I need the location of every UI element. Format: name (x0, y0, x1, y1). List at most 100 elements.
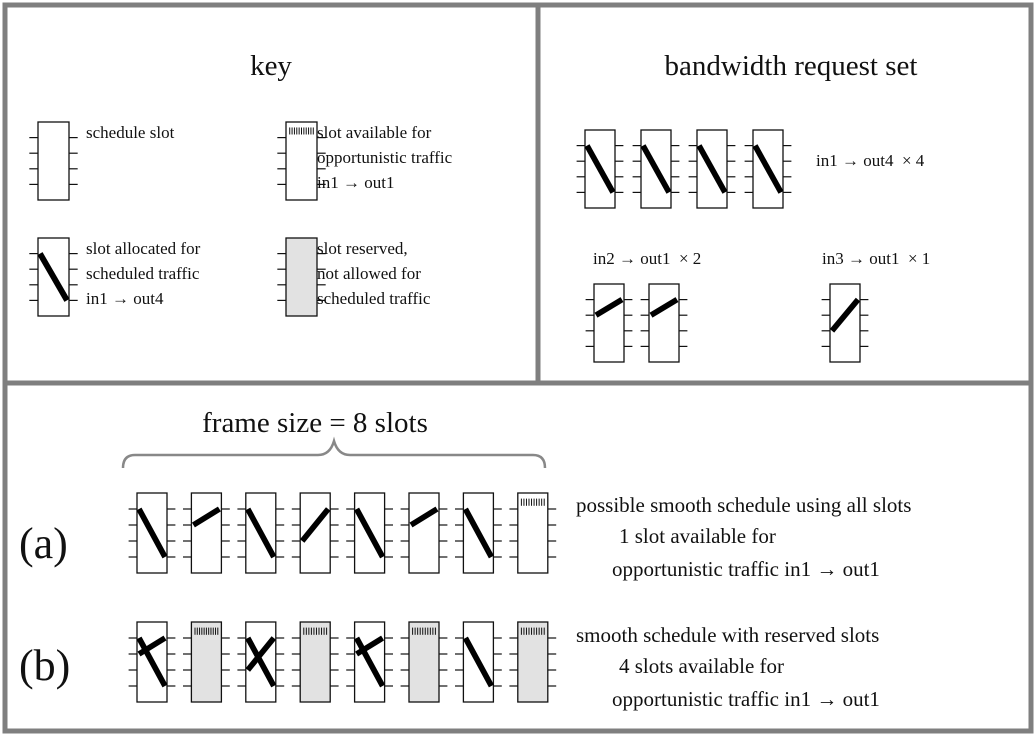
connection-bar (354, 636, 386, 688)
row-b-line-1: smooth schedule with reserved slots (576, 623, 879, 647)
frame-brace (121, 436, 547, 469)
key-reserved-line-2: not allowed for (317, 264, 421, 283)
schedule-slot (128, 492, 176, 574)
row-b-line-3: opportunistic traffic in1 → out1 (612, 687, 880, 711)
slot-frame (299, 621, 331, 703)
row-b-slots (128, 621, 557, 703)
key-slot-reserved (277, 237, 326, 317)
request-slot-in1-out4 (632, 129, 680, 209)
key-slot-reserved (277, 237, 326, 317)
slot-frame (285, 237, 318, 317)
schedule-slot (183, 492, 230, 574)
schedule-slot (346, 492, 393, 574)
slot-frame (517, 621, 549, 703)
connection-bar (354, 507, 386, 559)
connection-bar (829, 297, 861, 333)
frame-size-label: frame size = 8 slots (202, 407, 428, 439)
key-available-line-1: slot available for (317, 123, 432, 142)
connection-bar (299, 507, 331, 543)
connection-bar (37, 252, 70, 302)
request-slot-in2-out1 (585, 283, 633, 363)
key-slot-empty (29, 121, 78, 201)
slot-frame (752, 129, 784, 209)
slot-frame (829, 283, 861, 363)
key-panel: key schedule slot slot available for opp… (29, 50, 453, 317)
connection-bar (245, 507, 277, 559)
connection-bar (409, 506, 439, 528)
connection-bar (752, 144, 784, 194)
key-allocated-line-3: in1 → out4 (86, 289, 164, 308)
slot-frame (37, 121, 70, 201)
schedule-slot (128, 621, 176, 703)
schedule-slot (183, 621, 230, 703)
connection-bar (462, 636, 494, 688)
slot-frame (285, 121, 318, 201)
schedule-slot (237, 492, 285, 574)
connection-bar (191, 506, 221, 528)
request-slot-in1-out4 (744, 129, 792, 209)
request-group-2-label: in2 → out1 × 2 (593, 249, 701, 268)
connection-bar (245, 636, 277, 672)
request-slot-in1-out4 (688, 129, 736, 209)
request-group-3-label: in3 → out1 × 1 (822, 249, 930, 268)
row-b-label: (b) (19, 641, 70, 690)
schedule-slot (237, 621, 285, 703)
row-a-line-2: 1 slot available for (619, 524, 776, 548)
key-slot-allocated (29, 237, 78, 317)
schedule-slot (509, 492, 557, 574)
key-allocated-line-1: slot allocated for (86, 239, 201, 258)
slot-frame (648, 283, 680, 363)
key-reserved-line-3: scheduled traffic (317, 289, 431, 308)
key-available-line-2: opportunistic traffic (317, 148, 453, 167)
request-set-panel: bandwidth request set in1 → out4 × 4 in2… (576, 50, 930, 363)
request-group-1-label: in1 → out4 × 4 (816, 151, 925, 170)
slot-frame (517, 492, 549, 574)
row-a-line-3: opportunistic traffic in1 → out1 (612, 557, 880, 581)
connection-bar (584, 144, 616, 194)
key-slot-available (277, 121, 326, 201)
connection-bar (355, 635, 385, 657)
slot-frame (408, 621, 440, 703)
slot-frame (408, 492, 440, 574)
connection-bar (136, 636, 168, 688)
slot-frame (593, 283, 625, 363)
connection-bar (649, 297, 679, 318)
key-slot-schedule (29, 121, 78, 201)
request-slot-in1-out4 (576, 129, 624, 209)
schedule-slot (455, 621, 502, 703)
row-a-label: (a) (19, 519, 68, 568)
connection-bar (137, 635, 167, 657)
row-a-slots (128, 492, 557, 574)
connection-bar (696, 144, 728, 194)
key-title: key (250, 50, 292, 82)
schedules-panel: frame size = 8 slots (a) (b) possible sm… (19, 407, 911, 711)
connection-bar (594, 297, 624, 318)
request-slot-in2-out1 (640, 283, 688, 363)
key-slot-allocated (29, 237, 78, 317)
request-slots (576, 129, 869, 363)
slot-frame (696, 129, 728, 209)
connection-bar (640, 144, 672, 194)
schedule-slot (291, 621, 339, 703)
row-b-line-2: 4 slots available for (619, 654, 784, 678)
row-a-line-1: possible smooth schedule using all slots (576, 493, 911, 517)
connection-bar (136, 507, 168, 559)
schedule-slot (291, 492, 339, 574)
key-available-line-3: in1 → out1 (317, 173, 394, 192)
slot-frame (299, 492, 331, 574)
schedule-slot (346, 621, 393, 703)
schedule-slot (400, 492, 448, 574)
schedule-slot (509, 621, 557, 703)
slot-frame (190, 492, 223, 574)
slot-frame (190, 621, 223, 703)
schedule-slot (455, 492, 502, 574)
key-schedule-slot-label: schedule slot (86, 123, 175, 142)
key-reserved-line-1: slot reserved, (317, 239, 408, 258)
connection-bar (245, 636, 277, 688)
key-allocated-line-2: scheduled traffic (86, 264, 200, 283)
request-slot-in3-out1 (821, 283, 869, 363)
connection-bar (462, 507, 494, 559)
schedule-slot (400, 621, 448, 703)
